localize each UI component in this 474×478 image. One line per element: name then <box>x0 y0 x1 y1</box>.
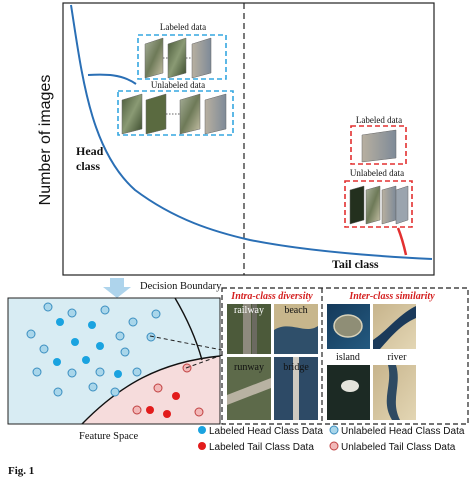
river-image-2 <box>373 365 416 420</box>
runway-label: runway <box>234 362 264 373</box>
inter-class-title: Inter-class similarity <box>348 291 435 302</box>
unlabeled-head-point <box>53 387 63 397</box>
tail-region <box>82 356 220 424</box>
unlabeled-head-point <box>151 309 161 319</box>
labeled-tail-point <box>163 410 171 418</box>
river-image-1 <box>373 304 416 349</box>
labeled-head-point <box>82 356 90 364</box>
unlabeled-head-point <box>43 302 53 312</box>
labeled-head-point <box>53 358 61 366</box>
island-label: island <box>336 352 360 363</box>
island-image-2 <box>327 365 370 420</box>
unlabeled-head-point <box>110 387 120 397</box>
decision-boundary-label: Decision Boundary <box>140 281 222 292</box>
legend-labeled-tail-marker <box>198 442 206 450</box>
head-labeled-images <box>144 37 212 79</box>
head-connector <box>87 73 137 85</box>
tail-labeled-image <box>361 129 397 163</box>
unlabeled-tail-point <box>194 407 204 417</box>
unlabeled-head-point <box>132 367 142 377</box>
labeled-tail-point <box>172 392 180 400</box>
legend-labeled-head: Labeled Head Class Data <box>209 426 323 437</box>
long-tail-curve <box>70 4 433 260</box>
tail-unlabeled-images <box>349 185 409 225</box>
head-points <box>26 302 161 397</box>
railway-image: railway <box>227 304 271 354</box>
unlabeled-head-point <box>26 329 36 339</box>
decision-boundary-curve <box>81 355 221 425</box>
unlabeled-head-point <box>120 347 130 357</box>
unlabeled-head-point <box>100 305 110 315</box>
unlabeled-head-point <box>67 368 77 378</box>
unlabeled-head-point <box>128 317 138 327</box>
railway-label: railway <box>234 305 264 316</box>
tail-class-label: Tail class <box>332 257 379 271</box>
river-label: river <box>388 352 408 363</box>
legend-unlabeled-tail: Unlabeled Tail Class Data <box>341 442 456 453</box>
head-unlabeled-images <box>121 93 227 135</box>
unlabeled-head-point <box>146 332 156 342</box>
tail-labeled-caption: Labeled data <box>356 115 402 125</box>
legend: Labeled Head Class Data Unlabeled Head C… <box>198 425 465 453</box>
decision-boundary-curve-top <box>174 297 203 361</box>
head-labeled-caption: Labeled data <box>160 22 206 32</box>
tail-connector <box>396 227 408 256</box>
bridge-image: bridge <box>274 357 318 420</box>
labeled-head-point <box>56 318 64 326</box>
unlabeled-head-point <box>95 367 105 377</box>
labeled-head-point <box>114 370 122 378</box>
tail-points <box>132 363 204 418</box>
leader-line-2 <box>185 354 223 369</box>
legend-unlabeled-tail-marker <box>329 441 339 451</box>
unlabeled-tail-point <box>132 405 142 415</box>
tail-unlabeled-caption: Unlabeled data <box>350 168 404 178</box>
unlabeled-head-point <box>32 367 42 377</box>
runway-image: runway <box>227 357 271 420</box>
beach-label: beach <box>284 305 307 316</box>
unlabeled-head-point <box>115 331 125 341</box>
feature-space-frame <box>7 297 221 425</box>
feature-space-caption: Feature Space <box>79 431 139 442</box>
legend-labeled-tail: Labeled Tail Class Data <box>209 442 314 453</box>
down-arrow <box>103 278 131 298</box>
unlabeled-tail-point <box>153 383 163 393</box>
unlabeled-head-point <box>67 308 77 318</box>
island-image-1 <box>327 304 370 349</box>
labeled-head-point <box>71 338 79 346</box>
figure-caption-fragment: Fig. 1 <box>8 465 34 477</box>
leader-line-1 <box>149 335 223 351</box>
y-axis-label: Number of images <box>37 75 54 206</box>
labeled-head-point <box>88 321 96 329</box>
intra-class-title: Intra-class diversity <box>230 291 313 302</box>
beach-image: beach <box>274 304 318 354</box>
labeled-tail-point <box>146 406 154 414</box>
head-unlabeled-caption: Unlabeled data <box>151 80 205 90</box>
bridge-label: bridge <box>283 362 309 373</box>
unlabeled-head-point <box>39 344 49 354</box>
legend-unlabeled-head-marker <box>329 425 339 435</box>
legend-unlabeled-head: Unlabeled Head Class Data <box>341 426 465 437</box>
legend-labeled-head-marker <box>198 426 206 434</box>
unlabeled-head-point <box>88 382 98 392</box>
labeled-head-point <box>96 342 104 350</box>
